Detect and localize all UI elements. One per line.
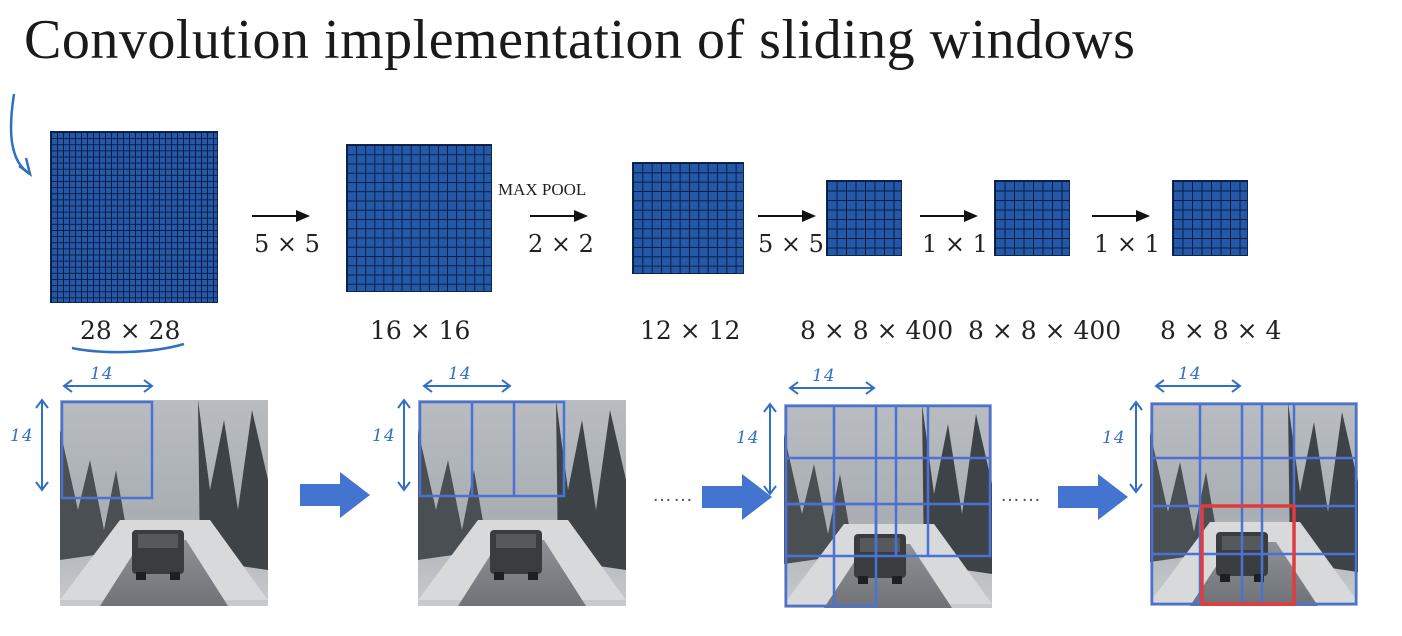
width-label-4: 14 (1178, 364, 1202, 384)
photo-panel-2 (418, 400, 626, 606)
op-arrow-3 (758, 210, 816, 222)
photo-panel-1 (60, 400, 268, 606)
dims-label-1: 28 × 28 (80, 316, 181, 345)
op-label-4: 1 × 1 (922, 230, 988, 258)
width-arrow-annotation-2 (422, 379, 512, 393)
width-arrow-annotation-3 (788, 381, 876, 395)
photo-panel-4 (1150, 402, 1358, 606)
op-arrow-2 (530, 210, 588, 222)
op-arrow-5 (1092, 210, 1150, 222)
op-label-2: 2 × 2 (528, 230, 594, 258)
dims-label-5: 8 × 8 × 400 (968, 316, 1122, 345)
width-label-2: 14 (448, 364, 472, 384)
input-map-28x28 (50, 131, 218, 303)
op-label-3: 5 × 5 (758, 230, 824, 258)
underline-annotation (71, 342, 185, 354)
conv-map-16x16 (346, 144, 492, 292)
height-arrow-annotation-3 (763, 402, 777, 496)
op-label-1: 5 × 5 (254, 230, 320, 258)
width-arrow-annotation-4 (1154, 379, 1242, 393)
height-arrow-annotation-2 (397, 398, 411, 492)
pointer-hook-annotation (9, 93, 33, 178)
op-arrow-4 (920, 210, 978, 222)
op-caption-maxpool: MAX POOL (498, 180, 587, 199)
dims-label-6: 8 × 8 × 4 (1160, 316, 1282, 345)
pool-map-12x12 (632, 162, 744, 274)
flow-arrow-1 (300, 472, 370, 518)
height-label-2: 14 (372, 426, 396, 446)
op-arrow-1 (252, 210, 310, 222)
photo-panel-3 (784, 404, 992, 608)
fc-map-8x8x400-b (994, 180, 1070, 256)
width-arrow-annotation (62, 379, 154, 393)
page-title: Convolution implementation of sliding wi… (24, 9, 1136, 71)
fc-map-8x8x400-a (826, 180, 902, 256)
dims-label-3: 12 × 12 (640, 316, 741, 345)
height-label-1: 14 (10, 426, 34, 446)
width-label-1: 14 (90, 364, 114, 384)
flow-arrow-2 (702, 474, 772, 520)
width-label-3: 14 (812, 366, 836, 386)
ellipsis-1: …… (652, 484, 694, 506)
height-label-4: 14 (1102, 428, 1126, 448)
height-arrow-annotation (35, 398, 49, 492)
ellipsis-2: …… (1000, 484, 1042, 506)
height-arrow-annotation-4 (1129, 400, 1143, 494)
flow-arrow-3 (1058, 474, 1128, 520)
op-label-5: 1 × 1 (1094, 230, 1160, 258)
output-map-8x8x4 (1172, 180, 1248, 256)
dims-label-2: 16 × 16 (370, 316, 471, 345)
dims-label-4: 8 × 8 × 400 (800, 316, 954, 345)
height-label-3: 14 (736, 428, 760, 448)
